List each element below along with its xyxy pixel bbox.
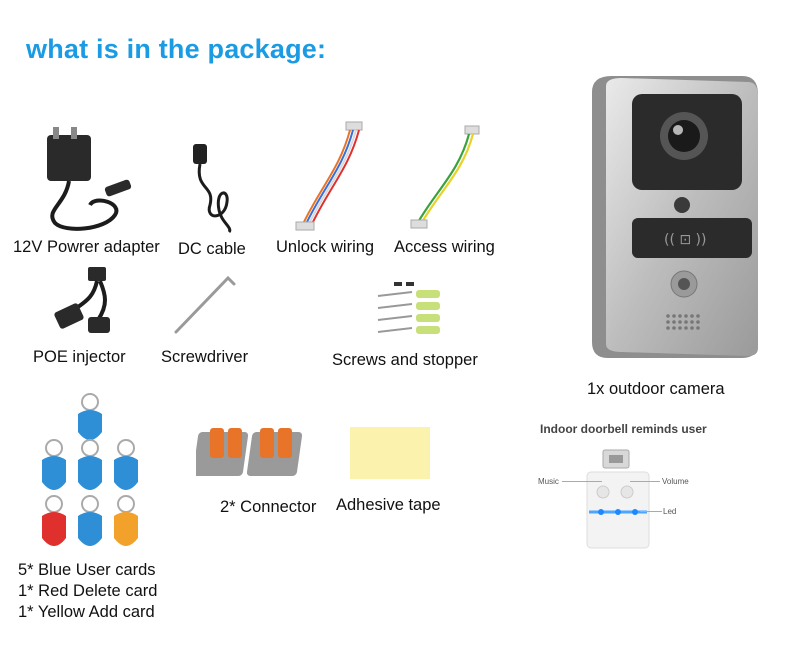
access-wiring-image [405, 122, 485, 232]
outdoor-camera-label: 1x outdoor camera [587, 380, 725, 398]
indoor-led-label: Led [663, 507, 677, 516]
screwdriver-label: Screwdriver [161, 348, 249, 366]
svg-text:(( ⊡ )): (( ⊡ )) [664, 232, 706, 248]
cards-list: 5* Blue User cards 1* Red Delete card 1*… [18, 560, 157, 623]
adhesive-tape-label: Adhesive tape [336, 496, 441, 514]
screws-label: Screws and stopper [332, 351, 478, 369]
unlock-wiring-image [290, 118, 370, 233]
adhesive-tape-image [350, 427, 430, 479]
led-leader-line [640, 511, 662, 512]
indoor-music-label: Music [538, 477, 559, 486]
indoor-doorbell-title: Indoor doorbell reminds user [540, 422, 707, 436]
music-leader-line [562, 481, 602, 482]
power-adapter-label: 12V Powrer adapter [13, 238, 160, 256]
screwdriver-image [170, 272, 240, 337]
rfid-cards-image [30, 392, 160, 557]
cards-line-blue: 5* Blue User cards [18, 561, 156, 579]
cards-line-red: 1* Red Delete card [18, 582, 158, 600]
cards-line-yellow: 1* Yellow Add card [18, 603, 155, 621]
poe-injector-label: POE injector [33, 348, 126, 366]
connector-image [196, 422, 316, 482]
indoor-doorbell-image [585, 446, 655, 550]
volume-leader-line [630, 481, 660, 482]
dc-cable-label: DC cable [178, 240, 246, 258]
screws-image [372, 282, 447, 342]
poe-injector-image [48, 265, 128, 340]
indoor-volume-label: Volume [662, 477, 689, 486]
access-wiring-label: Access wiring [394, 238, 495, 256]
unlock-wiring-label: Unlock wiring [276, 238, 375, 256]
dc-cable-image [185, 140, 245, 235]
outdoor-camera-image: (( ⊡ )) [582, 72, 762, 362]
page-title: what is in the package: [26, 34, 327, 64]
connector-label: 2* Connector [220, 498, 317, 516]
power-adapter-image [35, 125, 145, 235]
